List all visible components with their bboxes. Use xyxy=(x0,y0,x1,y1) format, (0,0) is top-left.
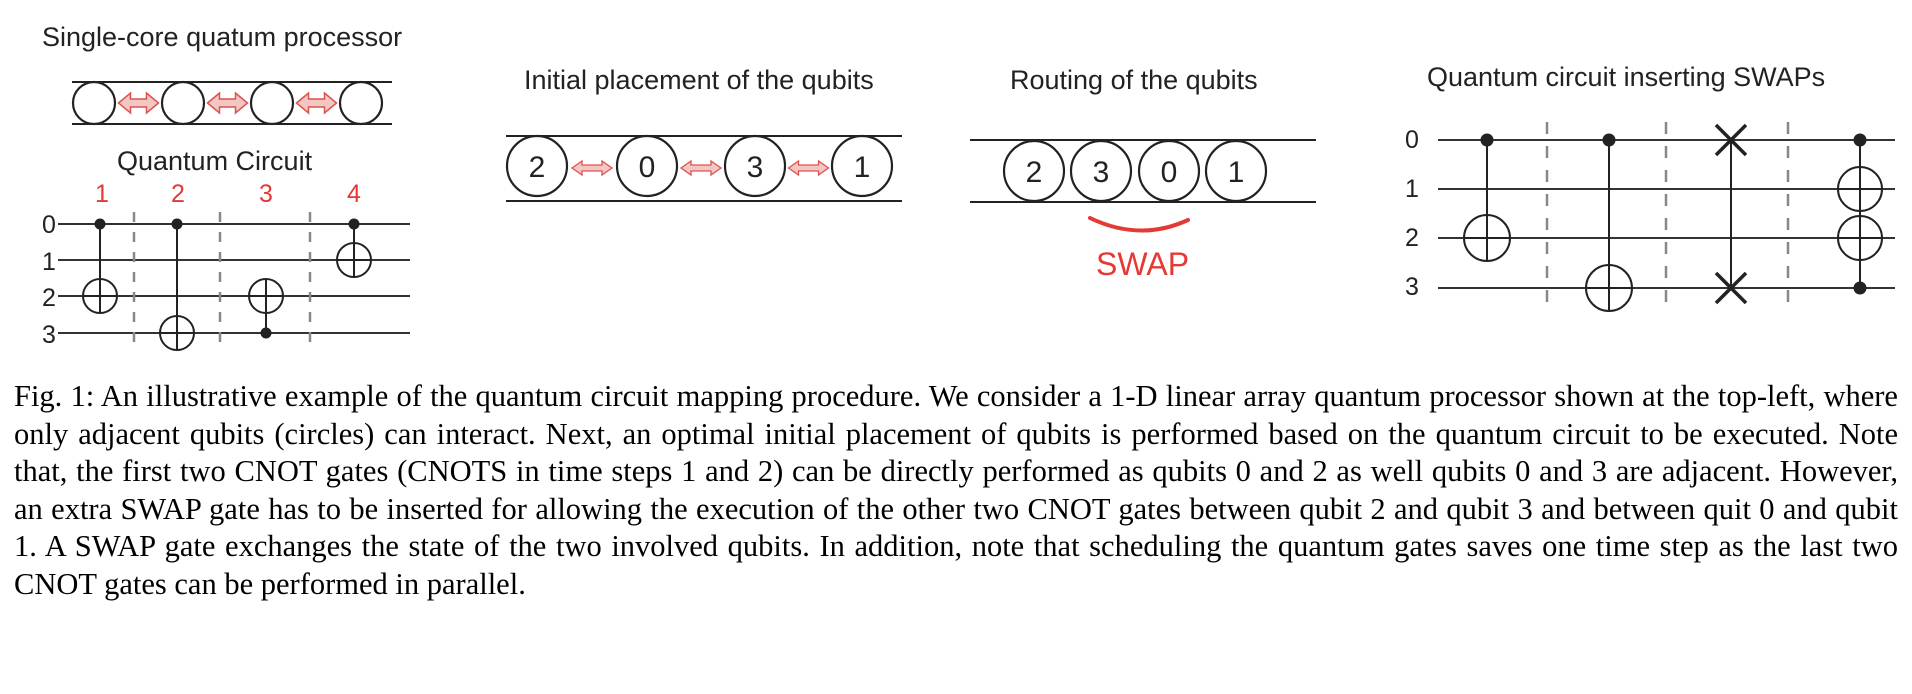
qubit-label: 1 xyxy=(854,151,871,184)
control-dot-icon xyxy=(1853,133,1867,147)
qubit-label: 1 xyxy=(1228,156,1245,189)
control-dot-icon xyxy=(1853,281,1867,295)
wire-label: 0 xyxy=(42,211,56,239)
swap-circuit-panel: Quantum circuit inserting SWAPs 0 1 2 3 xyxy=(1405,62,1895,312)
coupling-arrow-icon xyxy=(295,92,338,114)
processor-panel: Single-core quatum processor xyxy=(42,22,402,126)
swap-bracket-icon xyxy=(1088,216,1190,233)
routing-panel: Routing of the qubits 2 3 0 1 SWAP xyxy=(970,65,1316,282)
qubit-label: 3 xyxy=(1093,156,1110,189)
coupling-arrow-icon xyxy=(787,160,830,176)
qubit-label: 3 xyxy=(747,151,764,184)
qubit-node xyxy=(1137,139,1201,203)
qubit-label: 0 xyxy=(639,151,656,184)
cnot-gate xyxy=(248,278,284,339)
qubit-node xyxy=(505,134,569,198)
time-step-label: 2 xyxy=(171,180,185,208)
swap-label: SWAP xyxy=(1096,246,1189,282)
control-dot-icon xyxy=(1480,133,1494,147)
qubit-node xyxy=(1069,139,1133,203)
circuit-panel: Quantum Circuit 1 2 3 4 0 1 2 3 xyxy=(42,146,410,351)
control-dot-icon xyxy=(1602,133,1616,147)
wire-label: 2 xyxy=(1405,224,1419,252)
cnot-gate xyxy=(159,218,195,351)
control-dot-icon xyxy=(348,218,360,230)
coupling-arrow-icon xyxy=(571,160,613,176)
cnot-gate xyxy=(1585,133,1633,312)
wire-label: 3 xyxy=(1405,273,1419,301)
circuit-title: Quantum Circuit xyxy=(117,146,313,176)
figure-illustration: Single-core quatum processor Quantum Cir… xyxy=(42,22,1895,351)
swap-circuit-title: Quantum circuit inserting SWAPs xyxy=(1427,62,1825,92)
qubit-node xyxy=(1002,139,1066,203)
processor-qubit-node xyxy=(160,80,206,126)
swap-cross-icon xyxy=(1714,123,1748,157)
time-step-label: 3 xyxy=(259,180,273,208)
processor-qubit-node xyxy=(71,80,117,126)
placement-title: Initial placement of the qubits xyxy=(524,65,874,95)
qubit-label: 2 xyxy=(1026,156,1043,189)
swap-cross-icon xyxy=(1714,271,1748,305)
time-step-label: 1 xyxy=(95,180,109,208)
qubit-node xyxy=(723,134,787,198)
cnot-gate xyxy=(82,218,118,314)
cnot-gate xyxy=(1463,133,1511,262)
placement-panel: Initial placement of the qubits 2 0 3 1 xyxy=(505,65,902,202)
processor-qubit-node xyxy=(249,80,295,126)
time-step-label: 4 xyxy=(347,180,361,208)
figure-caption: Fig. 1: An illustrative example of the q… xyxy=(14,378,1898,603)
caption-text: An illustrative example of the quantum c… xyxy=(14,379,1898,601)
qubit-node xyxy=(615,134,679,198)
qubit-node xyxy=(1204,139,1268,203)
wire-label: 3 xyxy=(42,321,56,349)
processor-title: Single-core quatum processor xyxy=(42,22,402,52)
parallel-cnot-gates xyxy=(1837,133,1883,295)
swap-gate xyxy=(1714,123,1748,305)
control-dot-icon xyxy=(94,218,106,230)
wire-label: 1 xyxy=(42,248,56,276)
control-dot-icon xyxy=(260,327,272,339)
coupling-arrow-icon xyxy=(680,160,722,176)
wire-label: 1 xyxy=(1405,175,1419,203)
control-dot-icon xyxy=(171,218,183,230)
coupling-arrow-icon xyxy=(117,92,160,114)
caption-label: Fig. 1: xyxy=(14,379,95,413)
wire-label: 2 xyxy=(42,284,56,312)
coupling-arrow-icon xyxy=(206,92,249,114)
qubit-node xyxy=(830,134,894,198)
wire-label: 0 xyxy=(1405,126,1419,154)
qubit-label: 2 xyxy=(529,151,546,184)
qubit-label: 0 xyxy=(1161,156,1178,189)
routing-title: Routing of the qubits xyxy=(1010,65,1258,95)
processor-qubit-node xyxy=(338,80,384,126)
cnot-gate xyxy=(336,218,372,278)
